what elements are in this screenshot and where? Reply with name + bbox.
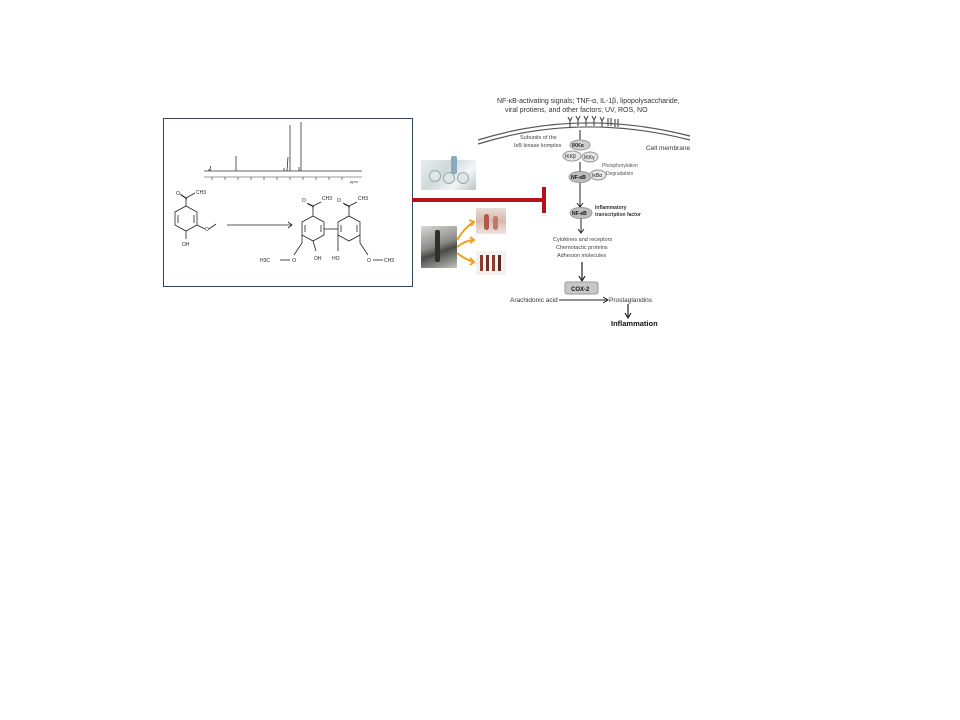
nmr-axis bbox=[204, 176, 362, 180]
product-right-ch3: CH3 bbox=[384, 258, 394, 264]
nfkb2-node bbox=[569, 207, 593, 219]
ikba-node bbox=[589, 169, 607, 181]
ikkg-label: IKKγ bbox=[584, 155, 595, 161]
product-left-carbonyl-o: O bbox=[302, 198, 306, 204]
ikba-label: IκBα bbox=[592, 173, 602, 179]
ikkg-node bbox=[581, 151, 599, 163]
ikka-node bbox=[569, 139, 591, 151]
subunits-label-line1: Subunits of the bbox=[520, 135, 557, 141]
product-molecule bbox=[280, 201, 383, 261]
ikkb-node bbox=[562, 150, 582, 162]
arrow-inflammation-head bbox=[624, 312, 632, 320]
products-line1: Cytokines and receptors bbox=[553, 237, 613, 243]
injection-photo bbox=[421, 226, 457, 268]
products-line3: Adhesion molecules bbox=[557, 253, 606, 259]
product-right-ch3: CH3 bbox=[358, 196, 368, 202]
prostaglandins-label: Prostaglandins bbox=[609, 297, 653, 304]
reactant-molecule bbox=[174, 192, 217, 239]
cell-membrane-label: Cell membrane bbox=[646, 145, 690, 152]
ikka-label: IKKα bbox=[572, 143, 585, 149]
inflammation-label: Inflammation bbox=[611, 319, 658, 328]
nmr-unit: ppm bbox=[350, 179, 358, 184]
reactant-ch3: CH3 bbox=[196, 190, 206, 196]
product-left-oh: OH bbox=[314, 256, 322, 262]
cell-culture-plate-photo bbox=[421, 156, 476, 190]
paw-photo bbox=[476, 208, 506, 234]
product-left-ch3: CH3 bbox=[322, 196, 332, 202]
reactant-methoxy-o: O bbox=[205, 227, 209, 233]
reactant-oh: OH bbox=[182, 242, 190, 248]
paw-samples-photo bbox=[476, 251, 506, 275]
chemistry-panel: ppm O CH3 OH O bbox=[163, 118, 413, 287]
product-right-oh: HO bbox=[332, 256, 340, 262]
product-left-methoxy: H3C bbox=[260, 258, 270, 264]
ikkb-label: IKKβ bbox=[565, 154, 576, 160]
product-left-methoxy-o: O bbox=[292, 258, 296, 264]
nfkb-label: NF-κB bbox=[571, 175, 586, 181]
arrow-cox2-head bbox=[578, 275, 586, 283]
product-right-methoxy-o: O bbox=[367, 258, 371, 264]
arrow-nfkb-head bbox=[576, 202, 584, 208]
membrane-receptors bbox=[567, 115, 619, 127]
product-right-carbonyl-o: O bbox=[337, 198, 341, 204]
activating-signals-line1: NF-κB-activating signals; TNF-α, IL-1β, … bbox=[497, 98, 680, 105]
reaction-arrow bbox=[227, 221, 293, 229]
products-line2: Chemotactic proteins bbox=[556, 245, 608, 251]
cox2-label: COX-2 bbox=[571, 287, 590, 293]
phosphorylation-label: Phosphorylation bbox=[602, 163, 638, 169]
reactant-carbonyl-o: O bbox=[176, 191, 180, 197]
activating-signals-line2: viral protiens, and other factors; UV, R… bbox=[505, 107, 648, 114]
degradation-label: Degradation bbox=[606, 171, 633, 177]
subunits-label-line2: IκB kinase komplex bbox=[514, 143, 562, 149]
nfkb2-label: NF-κB bbox=[572, 211, 587, 217]
chemistry-svg: ppm O CH3 OH O bbox=[174, 122, 394, 264]
arrow-tf-head bbox=[577, 228, 585, 234]
inflam-tf-line2: transcription factor bbox=[595, 212, 641, 218]
inflam-tf-line1: Inflammatory bbox=[595, 205, 627, 211]
arachidonic-acid-label: Arachidonic acid bbox=[510, 297, 558, 304]
arrow-arachidonic-head bbox=[602, 296, 609, 304]
cox2-box bbox=[564, 281, 599, 295]
nmr-spectrum bbox=[204, 122, 362, 172]
cell-membrane bbox=[477, 122, 691, 145]
